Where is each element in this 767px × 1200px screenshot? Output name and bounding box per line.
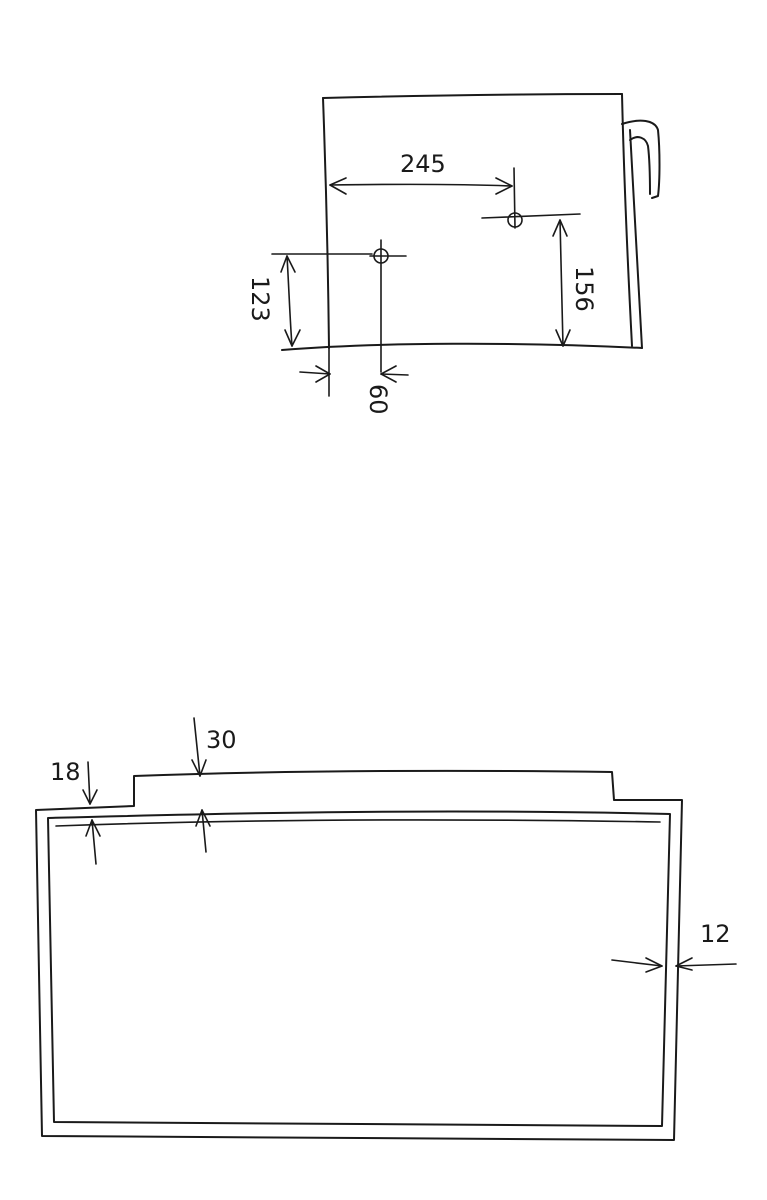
top-panel-right-edge-inner [629,129,643,349]
bottom-inner-outline [47,810,671,1127]
dim-12-arrow-left [645,957,663,973]
dim-245-arrow-right [495,177,513,195]
left-hole-crosshair [369,239,407,373]
top-panel-bottom-edge [281,342,643,351]
dim-12-line-left [611,959,663,967]
dim-60-label: 60 [364,384,392,415]
bottom-inner-rim [55,819,661,827]
dim-245-arrow-left [329,177,347,195]
dim-12-line-right [675,963,737,967]
top-panel-top-edge [322,93,623,99]
dim-123-arrow-top [280,255,296,273]
handle-outline [621,119,661,199]
dim-18-arrow-top [82,789,98,805]
dim-60-arrow-right [380,365,397,383]
dim-18-line [87,761,97,865]
dim-12-arrow-right [675,957,693,971]
dim-245-label: 245 [400,150,446,178]
dim-123-arrow-bottom [284,329,301,347]
dim-123-line [286,255,293,347]
dim-245-line [329,183,513,187]
dim-156-arrow-top [552,219,568,237]
dim-123-label: 123 [246,276,274,322]
dim-156-arrow-bottom [555,329,571,347]
handle-inner [629,136,651,195]
top-view: 245 123 156 60 [246,93,661,415]
right-hole-crosshair [481,167,581,229]
top-panel-left-edge [322,97,330,349]
dim-156-line [559,219,564,347]
dim-30-label: 30 [206,726,237,754]
dim-18-label: 18 [50,758,81,786]
dim-12-label: 12 [700,920,731,948]
dim-60-line-right [380,373,409,376]
dim-60-line-left [299,371,331,375]
top-panel-right-edge [621,93,633,347]
bottom-outer-outline [35,769,683,1141]
dim-30-arrow-bottom [195,809,211,827]
dim-18-arrow-bottom [85,819,101,837]
dim-30-line [193,717,207,853]
dim-156-label: 156 [570,266,598,312]
dim-30-arrow-top [191,759,207,777]
dim-60-arrow-left [315,365,331,383]
bottom-view: 18 30 12 [35,717,737,1141]
